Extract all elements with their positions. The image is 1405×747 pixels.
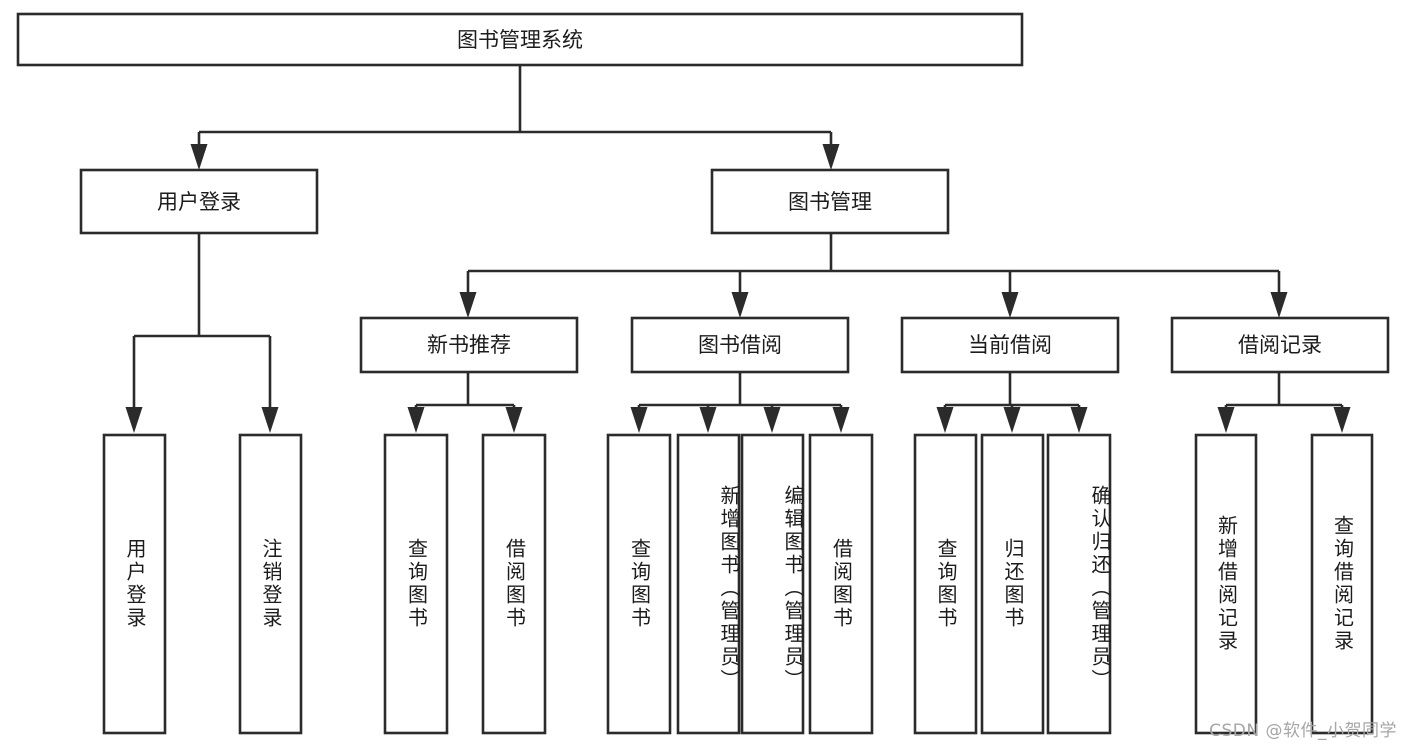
node-leaf-return-book-box[interactable] bbox=[980, 433, 1045, 735]
arrow-to-leaf-query-book-1 bbox=[407, 407, 425, 433]
node-root-label: 图书管理系统 bbox=[457, 28, 583, 52]
node-leaf-confirm-return-box[interactable] bbox=[1046, 433, 1112, 735]
node-layer: 图书管理系统 用户登录 图书管理 新书推荐 图书借阅 当前 bbox=[16, 12, 1390, 735]
node-root[interactable]: 图书管理系统 bbox=[16, 12, 1024, 67]
arrow-to-user-login bbox=[190, 144, 208, 170]
node-leaf-query-book-1-box[interactable] bbox=[383, 433, 449, 735]
node-root-box[interactable] bbox=[16, 12, 1024, 67]
node-leaf-borrow-book-1-box[interactable] bbox=[481, 433, 547, 735]
node-book-borrow[interactable]: 图书借阅 bbox=[630, 316, 850, 374]
node-leaf-user-login-box[interactable] bbox=[102, 433, 167, 735]
node-leaf-query-book-3-box[interactable] bbox=[913, 433, 978, 735]
arrow-to-leaf-edit-book bbox=[763, 407, 781, 433]
node-book-manage-box[interactable] bbox=[710, 168, 950, 235]
arrow-to-leaf-query-book-3 bbox=[936, 407, 954, 433]
node-book-borrow-label: 图书借阅 bbox=[698, 333, 782, 357]
arrow-to-leaf-borrow-book-2 bbox=[832, 407, 850, 433]
node-leaf-query-record-box[interactable] bbox=[1310, 433, 1374, 735]
arrow-to-leaf-borrow-book-1 bbox=[505, 407, 523, 433]
node-leaf-add-book-box[interactable] bbox=[676, 433, 741, 735]
csdn-watermark: CSDN @软件_小贺同学 bbox=[1209, 721, 1397, 741]
arrow-to-book-borrow bbox=[731, 292, 749, 318]
node-leaf-edit-book-box[interactable] bbox=[740, 433, 805, 735]
node-book-borrow-box[interactable] bbox=[630, 316, 850, 374]
node-leaf-borrow-book-2-box[interactable] bbox=[808, 433, 874, 735]
arrow-to-leaf-logout bbox=[261, 407, 279, 433]
node-current-borrow-box[interactable] bbox=[900, 316, 1120, 374]
arrow-to-current-borrow bbox=[1001, 292, 1019, 318]
node-user-login[interactable]: 用户登录 bbox=[79, 168, 319, 235]
node-leaf-logout-box[interactable] bbox=[238, 433, 303, 735]
node-current-borrow-label: 当前借阅 bbox=[968, 333, 1052, 357]
node-leaf-query-book-2-box[interactable] bbox=[606, 433, 672, 735]
arrow-to-book-manage bbox=[822, 144, 840, 170]
node-user-login-label: 用户登录 bbox=[157, 190, 241, 214]
node-borrow-record-label: 借阅记录 bbox=[1238, 333, 1322, 357]
node-borrow-record-box[interactable] bbox=[1170, 316, 1390, 374]
arrow-to-leaf-add-record bbox=[1217, 407, 1235, 433]
arrow-to-leaf-user-login bbox=[125, 407, 143, 433]
arrow-to-leaf-return-book bbox=[1003, 407, 1021, 433]
node-book-manage[interactable]: 图书管理 bbox=[710, 168, 950, 235]
arrow-to-leaf-query-record bbox=[1333, 407, 1351, 433]
node-new-book-rec-label: 新书推荐 bbox=[427, 333, 511, 357]
arrow-to-borrow-record bbox=[1270, 292, 1288, 318]
arrow-to-leaf-query-book-2 bbox=[630, 407, 648, 433]
node-new-book-rec[interactable]: 新书推荐 bbox=[359, 316, 579, 374]
node-user-login-box[interactable] bbox=[79, 168, 319, 235]
node-new-book-rec-box[interactable] bbox=[359, 316, 579, 374]
node-book-manage-label: 图书管理 bbox=[788, 190, 872, 214]
node-borrow-record[interactable]: 借阅记录 bbox=[1170, 316, 1390, 374]
arrow-to-leaf-confirm-return bbox=[1070, 407, 1088, 433]
connector-layer bbox=[125, 65, 1351, 433]
arrow-to-leaf-add-book bbox=[699, 407, 717, 433]
node-current-borrow[interactable]: 当前借阅 bbox=[900, 316, 1120, 374]
arrow-to-new-book-rec bbox=[459, 292, 477, 318]
node-leaf-add-record-box[interactable] bbox=[1194, 433, 1258, 735]
